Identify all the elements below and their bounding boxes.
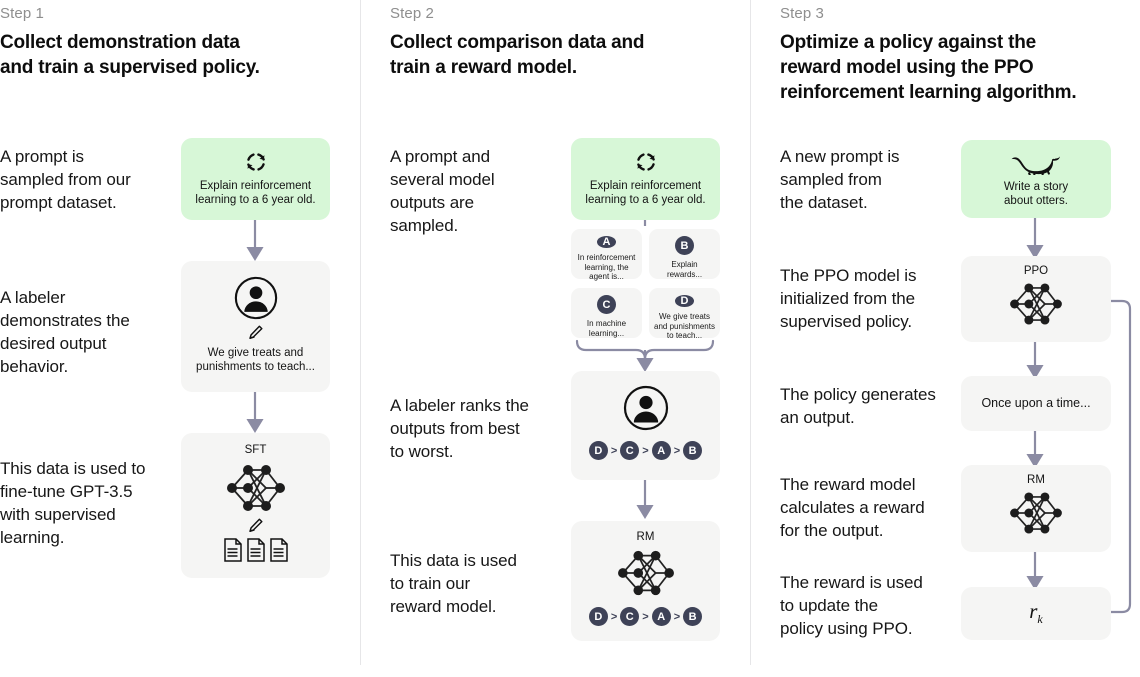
prompt-box-1: Explain reinforcement learning to a 6 ye…	[181, 138, 330, 220]
rm-rank-badge-3: A	[651, 607, 671, 626]
option-text-b: Explain rewards...	[666, 260, 703, 279]
person-circle-icon	[622, 384, 670, 432]
rank-badge-3: A	[651, 441, 671, 460]
option-badge-c: C	[597, 295, 616, 314]
output-box-text: Once upon a time...	[981, 396, 1091, 410]
reward-symbol: rk	[1029, 599, 1043, 627]
desc-reward-updates-policy: The reward is used to update the policy …	[780, 573, 923, 638]
rank-box: D > C > A > B	[571, 371, 720, 480]
step-title-1: Collect demonstration data and train a s…	[0, 30, 340, 80]
labeler-box-1: We give treats and punishments to teach.…	[181, 261, 330, 392]
labeler-box-1-line1: We give treats and	[207, 347, 304, 359]
desc-reward-model-calculates: The reward model calculates a reward for…	[780, 475, 925, 540]
neural-network-icon	[1003, 488, 1069, 538]
rm-rank-sep-3: >	[673, 610, 681, 623]
rank-row-rm: D > C > A > B	[588, 607, 703, 626]
column-step-3: Step 3 Optimize a policy against the rew…	[780, 0, 1140, 677]
labeler-box-1-line2: punishments to teach...	[196, 361, 315, 373]
rank-badge-2: C	[620, 441, 640, 460]
step-label-1: Step 1	[0, 5, 44, 22]
prompt-box-3-line1: Write a story	[1003, 180, 1069, 193]
documents-icon	[223, 537, 289, 563]
rank-badge-4: B	[683, 441, 703, 460]
column-step-2: Step 2 Collect comparison data and train…	[390, 0, 750, 677]
reward-box: rk	[961, 587, 1111, 640]
option-card-a: A In reinforcement learning, the agent i…	[571, 229, 642, 281]
column-step-1: Step 1 Collect demonstration data and tr…	[0, 0, 360, 677]
step-title-2-line2: train a reward model.	[390, 57, 577, 78]
option-text-c: In machine learning...	[586, 319, 627, 338]
rm-rank-badge-2: C	[620, 607, 640, 626]
option-badge-a: A	[597, 236, 616, 248]
rm-rank-sep-1: >	[610, 610, 618, 623]
desc-labeler-ranks: A labeler ranks the outputs from best to…	[390, 396, 529, 461]
step-label-3: Step 3	[780, 5, 824, 22]
rm-box-2-title: RM	[636, 531, 655, 543]
refresh-loop-icon	[245, 151, 267, 173]
person-circle-icon	[233, 275, 279, 321]
step-title-3-line2: reward model using the PPO	[780, 57, 1034, 78]
prompt-box-3: Write a story about otters.	[961, 140, 1111, 218]
neural-network-icon	[220, 460, 292, 516]
option-text-d: We give treats and punishments to teach.…	[654, 312, 715, 340]
rm-box-3: RM	[961, 465, 1111, 552]
rm-rank-badge-4: B	[683, 607, 703, 626]
neural-network-icon	[611, 546, 681, 600]
desc-train-reward-model: This data is used to train our reward mo…	[390, 551, 517, 616]
step-title-2-line1: Collect comparison data and	[390, 32, 645, 53]
option-card-c: C In machine learning...	[571, 288, 642, 338]
desc-policy-generates: The policy generates an output.	[780, 385, 936, 427]
sft-box: SFT	[181, 433, 330, 578]
ppo-box-title: PPO	[1023, 265, 1049, 277]
neural-network-icon	[1003, 279, 1069, 329]
sft-box-title: SFT	[244, 444, 267, 456]
rank-sep-3: >	[673, 444, 681, 457]
column-divider-2	[750, 0, 751, 665]
rank-sep-1: >	[610, 444, 618, 457]
rank-sep-2: >	[642, 444, 649, 457]
desc-prompt-outputs-sampled: A prompt and several model outputs are s…	[390, 147, 495, 235]
rm-box-3-title: RM	[1027, 474, 1045, 486]
rank-row-labeler: D > C > A > B	[588, 441, 703, 460]
output-box: Once upon a time...	[961, 376, 1111, 431]
step-label-2: Step 2	[390, 5, 434, 22]
rank-badge-1: D	[588, 441, 608, 460]
rm-rank-badge-1: D	[588, 607, 608, 626]
prompt-box-2-line2: learning to a 6 year old.	[585, 194, 706, 206]
step-title-3-line1: Optimize a policy against the	[780, 32, 1037, 53]
option-badge-b: B	[675, 236, 694, 255]
rm-rank-sep-2: >	[642, 610, 649, 623]
pencil-icon	[247, 517, 264, 534]
step-title-2: Collect comparison data and train a rewa…	[390, 30, 730, 80]
step-title-1-line1: Collect demonstration data	[0, 32, 240, 53]
desc-labeler-demonstrates: A labeler demonstrates the desired outpu…	[0, 288, 130, 376]
step-title-1-line2: and train a supervised policy.	[0, 57, 260, 78]
prompt-box-1-line2: learning to a 6 year old.	[195, 194, 316, 206]
prompt-box-2-line1: Explain reinforcement	[589, 180, 702, 192]
prompt-box-2: Explain reinforcement learning to a 6 ye…	[571, 138, 720, 220]
step-title-3: Optimize a policy against the reward mod…	[780, 30, 1130, 105]
option-badge-d: D	[675, 295, 694, 307]
reward-symbol-k: k	[1037, 612, 1043, 627]
desc-new-prompt: A new prompt is sampled from the dataset…	[780, 147, 900, 212]
ppo-box: PPO	[961, 256, 1111, 342]
option-card-b: B Explain rewards...	[649, 229, 720, 279]
option-text-a: In reinforcement learning, the agent is.…	[577, 253, 636, 281]
option-card-d: D We give treats and punishments to teac…	[649, 288, 720, 340]
prompt-box-3-line2: about otters.	[1004, 194, 1068, 207]
reward-symbol-r: r	[1029, 599, 1038, 624]
otter-icon	[1010, 151, 1062, 175]
prompt-box-1-line1: Explain reinforcement	[199, 180, 312, 192]
column-divider-1	[360, 0, 361, 665]
desc-prompt-sampled: A prompt is sampled from our prompt data…	[0, 147, 131, 212]
step-title-3-line3: reinforcement learning algorithm.	[780, 82, 1077, 103]
pencil-icon	[247, 324, 264, 341]
desc-ppo-initialized: The PPO model is initialized from the su…	[780, 266, 917, 331]
rm-box-2: RM	[571, 521, 720, 641]
refresh-loop-icon	[635, 151, 657, 173]
desc-finetune-gpt: This data is used to fine-tune GPT-3.5 w…	[0, 459, 146, 547]
